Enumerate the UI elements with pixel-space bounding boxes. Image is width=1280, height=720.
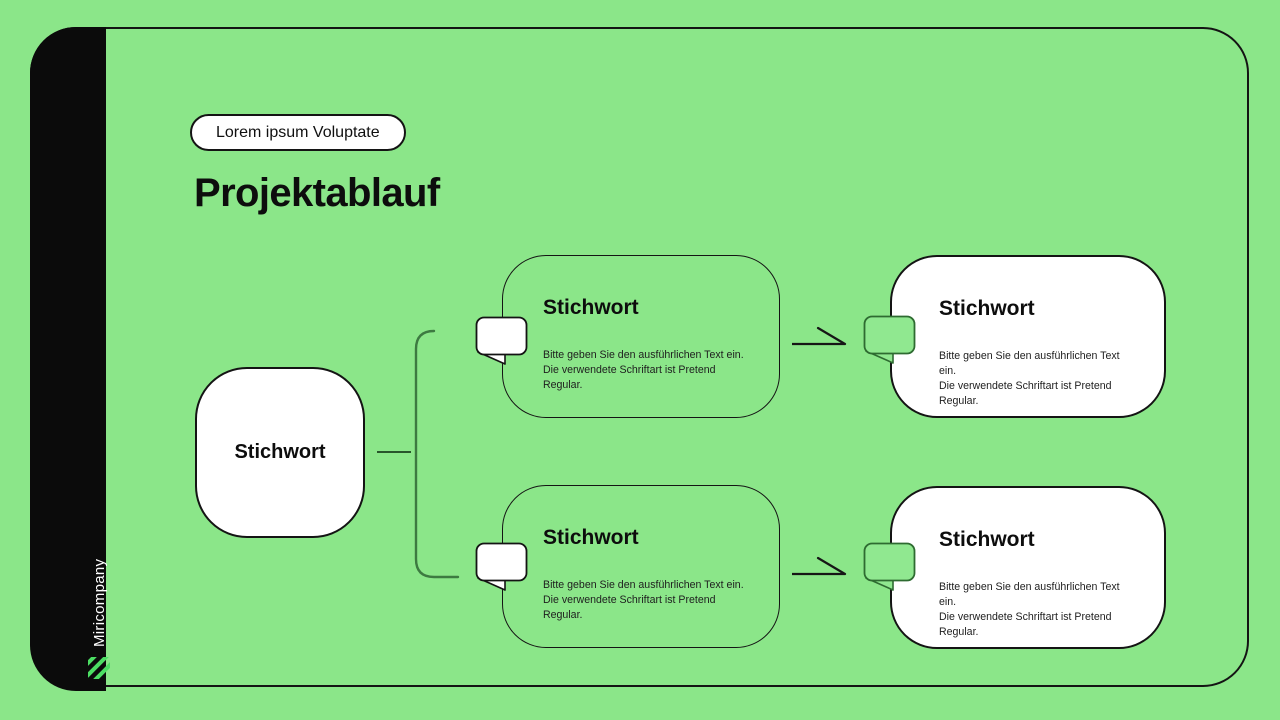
branch-node-title: Stichwort xyxy=(543,296,639,319)
root-node: Stichwort xyxy=(195,367,365,538)
brand: Miricompany xyxy=(86,509,112,679)
branch-node: Stichwort Bitte geben Sie den ausführlic… xyxy=(502,255,780,418)
green-tag-icon xyxy=(863,542,916,591)
branch-node-title: Stichwort xyxy=(543,526,639,549)
branch-node: Stichwort Bitte geben Sie den ausführlic… xyxy=(502,485,780,648)
bracket-connector xyxy=(414,329,460,579)
subtitle-badge-label: Lorem ipsum Voluptate xyxy=(216,123,380,141)
green-tag-icon xyxy=(863,315,916,364)
desc-line: Die verwendete Schriftart ist Pretend Re… xyxy=(939,611,1112,638)
desc-line: Die verwendete Schriftart ist Pretend Re… xyxy=(939,380,1112,407)
root-connector-line xyxy=(377,451,411,453)
company-logo-icon xyxy=(88,657,110,679)
subtitle-badge: Lorem ipsum Voluptate xyxy=(190,114,406,151)
root-node-label: Stichwort xyxy=(234,441,326,463)
branch-node-desc: Bitte geben Sie den ausführlichen Text e… xyxy=(543,578,749,623)
desc-line: Bitte geben Sie den ausführlichen Text e… xyxy=(543,349,744,361)
result-node-desc: Bitte geben Sie den ausführlichen Text e… xyxy=(939,580,1134,640)
desc-line: Die verwendete Schriftart ist Pretend Re… xyxy=(543,594,716,621)
sidebar: Miricompany xyxy=(30,27,110,691)
desc-line: Bitte geben Sie den ausführlichen Text e… xyxy=(939,581,1120,608)
arrow-icon xyxy=(792,326,847,346)
company-name: Miricompany xyxy=(90,558,108,647)
result-node-title: Stichwort xyxy=(939,297,1035,320)
result-node-title: Stichwort xyxy=(939,528,1035,551)
desc-line: Bitte geben Sie den ausführlichen Text e… xyxy=(939,350,1120,377)
white-tag-icon xyxy=(475,542,528,591)
result-node-desc: Bitte geben Sie den ausführlichen Text e… xyxy=(939,349,1134,409)
desc-line: Bitte geben Sie den ausführlichen Text e… xyxy=(543,579,744,591)
arrow-icon xyxy=(792,556,847,576)
branch-node-desc: Bitte geben Sie den ausführlichen Text e… xyxy=(543,348,749,393)
result-node: Stichwort Bitte geben Sie den ausführlic… xyxy=(890,486,1166,649)
white-tag-icon xyxy=(475,316,528,365)
page-title: Projektablauf xyxy=(194,171,440,215)
result-node: Stichwort Bitte geben Sie den ausführlic… xyxy=(890,255,1166,418)
desc-line: Die verwendete Schriftart ist Pretend Re… xyxy=(543,364,716,391)
